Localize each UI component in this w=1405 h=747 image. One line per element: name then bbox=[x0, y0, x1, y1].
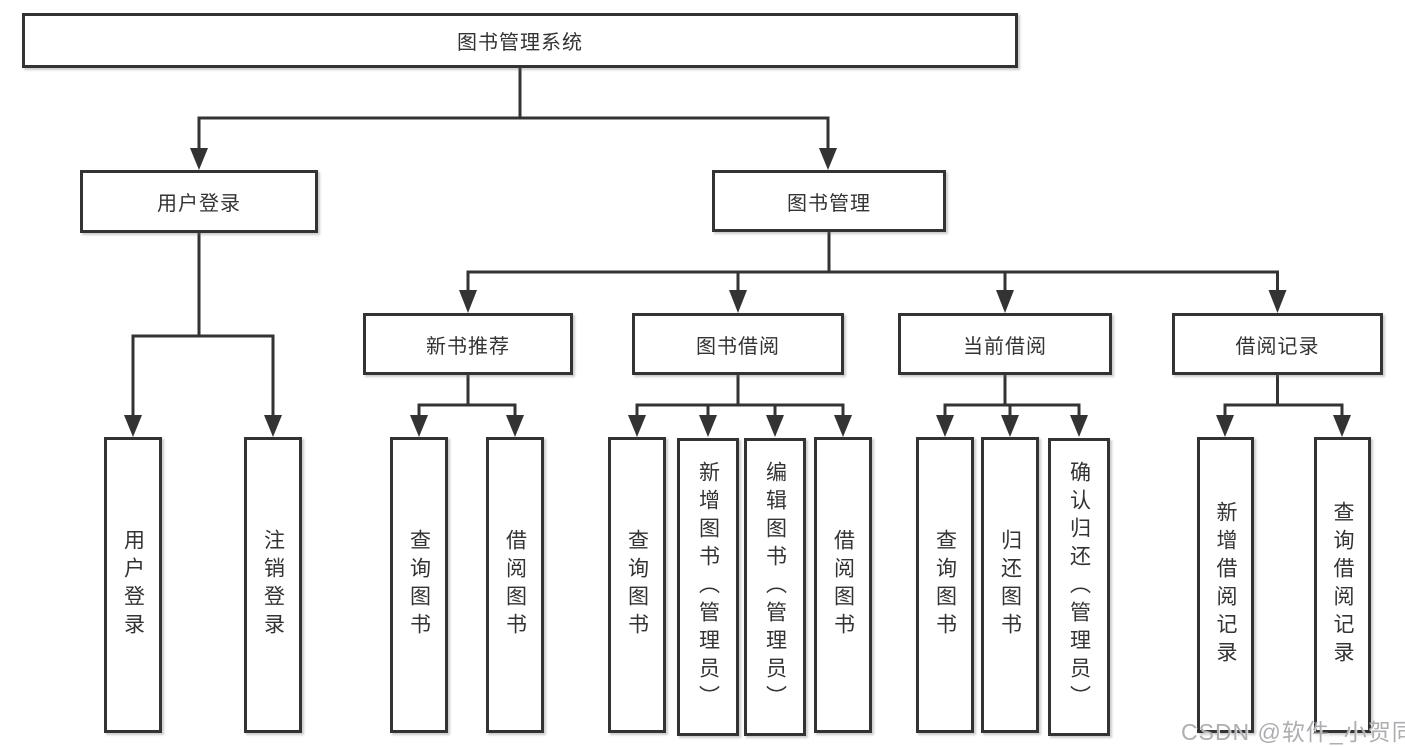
connector-root-to-level2 bbox=[190, 68, 837, 170]
connector-book-borrow-to-leaves bbox=[628, 375, 852, 437]
node-label: 用户登录 bbox=[157, 193, 241, 215]
leaf-confirm-return-admin: 确认归还（管理员） bbox=[1048, 438, 1110, 736]
leaf-query-book-recommend: 查询图书 bbox=[390, 437, 448, 733]
leaf-query-borrow-record: 查询借阅记录 bbox=[1314, 437, 1371, 733]
node-label: 图书管理 bbox=[787, 192, 871, 215]
leaf-label: 查询借阅记录 bbox=[1331, 501, 1354, 669]
node-book-borrow: 图书借阅 bbox=[632, 313, 844, 375]
connector-new-book-to-leaves bbox=[410, 375, 524, 437]
leaf-query-book: 查询图书 bbox=[608, 437, 666, 733]
connector-book-management-to-level3 bbox=[459, 232, 1287, 313]
leaf-logout: 注销登录 bbox=[244, 437, 302, 733]
leaf-user-login: 用户登录 bbox=[104, 437, 162, 733]
node-new-book-recommend: 新书推荐 bbox=[363, 313, 573, 375]
leaf-label: 编辑图书（管理员） bbox=[763, 461, 787, 713]
leaf-label: 归还图书 bbox=[998, 529, 1022, 641]
leaf-label: 借阅图书 bbox=[831, 529, 855, 641]
leaf-label: 注销登录 bbox=[261, 529, 285, 641]
csdn-watermark: CSDN @软件_小贺同学 bbox=[1181, 719, 1405, 745]
node-borrow-record: 借阅记录 bbox=[1172, 313, 1383, 375]
leaf-add-book-admin: 新增图书（管理员） bbox=[677, 438, 739, 736]
leaf-label: 借阅图书 bbox=[503, 529, 527, 641]
leaf-return-book: 归还图书 bbox=[981, 437, 1039, 733]
node-label: 借阅记录 bbox=[1235, 335, 1320, 358]
node-label: 当前借阅 bbox=[963, 335, 1047, 358]
leaf-borrow-book: 借阅图书 bbox=[814, 437, 872, 733]
node-user-login: 用户登录 bbox=[80, 170, 318, 233]
node-root-system: 图书管理系统 bbox=[22, 13, 1018, 68]
node-book-management: 图书管理 bbox=[712, 170, 946, 232]
leaf-edit-book-admin: 编辑图书（管理员） bbox=[744, 438, 806, 736]
leaf-label: 查询图书 bbox=[625, 529, 649, 641]
leaf-label: 查询图书 bbox=[933, 529, 957, 641]
leaf-borrow-book-recommend: 借阅图书 bbox=[486, 437, 544, 733]
leaf-label: 查询图书 bbox=[407, 529, 431, 641]
leaf-query-book-current: 查询图书 bbox=[916, 437, 974, 733]
connector-current-borrow-to-leaves bbox=[936, 375, 1088, 437]
leaf-label: 新增图书（管理员） bbox=[696, 461, 720, 713]
leaf-label: 确认归还（管理员） bbox=[1067, 461, 1091, 713]
node-label: 图书管理系统 bbox=[457, 32, 583, 54]
node-current-borrow: 当前借阅 bbox=[898, 313, 1112, 375]
connector-user-login-to-leaves bbox=[124, 233, 282, 437]
leaf-add-borrow-record: 新增借阅记录 bbox=[1197, 437, 1254, 733]
node-label: 图书借阅 bbox=[696, 335, 780, 358]
leaf-label: 用户登录 bbox=[121, 529, 145, 641]
node-label: 新书推荐 bbox=[426, 335, 510, 358]
leaf-label: 新增借阅记录 bbox=[1214, 501, 1237, 669]
connector-borrow-record-to-leaves bbox=[1216, 375, 1351, 437]
